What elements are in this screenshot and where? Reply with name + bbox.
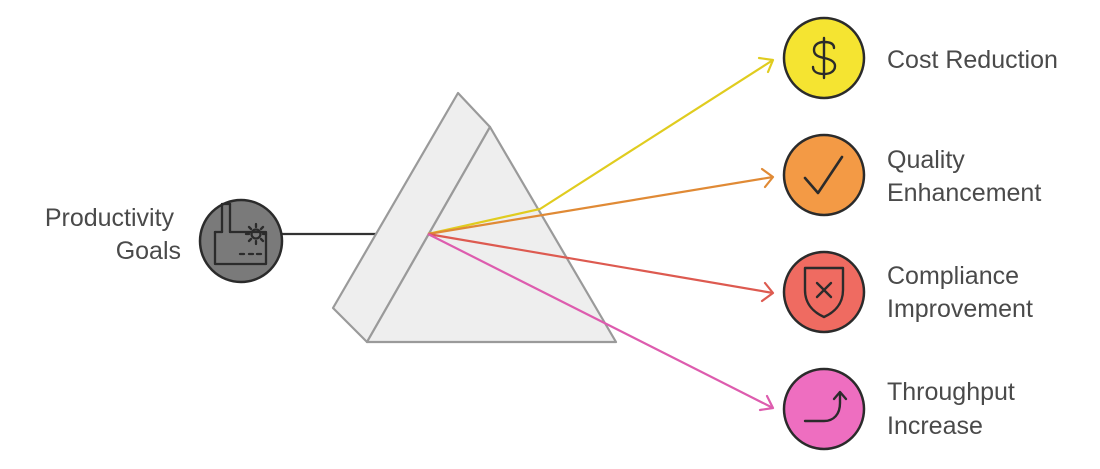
- output-rays: [427, 56, 775, 412]
- output-label-compliance-improvement: Compliance Improvement: [887, 262, 1033, 323]
- source-node: [198, 198, 284, 284]
- source-label: Productivity Goals: [45, 204, 181, 265]
- factory-gear-icon: [213, 202, 268, 266]
- output-label-line: Quality: [887, 146, 965, 174]
- curved-arrow-up-icon: [803, 390, 848, 423]
- output-label-line: Improvement: [887, 295, 1033, 323]
- output-label-line: Increase: [887, 412, 983, 440]
- output-label-line: Throughput: [887, 378, 1015, 406]
- output-label-line: Enhancement: [887, 179, 1041, 207]
- output-circle: [782, 133, 866, 217]
- source-label-line-2: Goals: [116, 237, 181, 265]
- shield-x-icon: [803, 266, 845, 319]
- output-node-quality-enhancement: [782, 133, 866, 217]
- output-circle: [782, 250, 866, 334]
- ray-cost-reduction-arrowhead: [757, 56, 775, 74]
- ray-quality-enhancement: [427, 175, 774, 236]
- prism: [331, 91, 618, 344]
- output-label-quality-enhancement: Quality Enhancement: [887, 146, 1041, 207]
- ray-cost-reduction: [427, 59, 774, 236]
- checkmark-icon: [803, 155, 844, 195]
- output-label-throughput-increase: Throughput Increase: [887, 378, 1022, 440]
- output-circle: [782, 367, 866, 451]
- output-node-cost-reduction: [782, 16, 866, 100]
- output-node-compliance-improvement: [782, 250, 866, 334]
- source-label-line-1: Productivity: [45, 204, 175, 232]
- output-label-line: Cost Reduction: [887, 46, 1058, 74]
- ray-quality-enhancement-arrowhead: [760, 167, 775, 189]
- ray-compliance-improvement: [427, 232, 774, 295]
- ray-throughput-increase-arrowhead: [758, 394, 775, 412]
- dollar-icon: [811, 36, 837, 80]
- ray-compliance-improvement-arrowhead: [760, 281, 775, 303]
- output-label-line: Compliance: [887, 262, 1019, 290]
- output-label-cost-reduction: Cost Reduction: [887, 46, 1058, 74]
- source-circle: [198, 198, 284, 284]
- output-node-throughput-increase: [782, 367, 866, 451]
- ray-throughput-increase: [427, 233, 774, 409]
